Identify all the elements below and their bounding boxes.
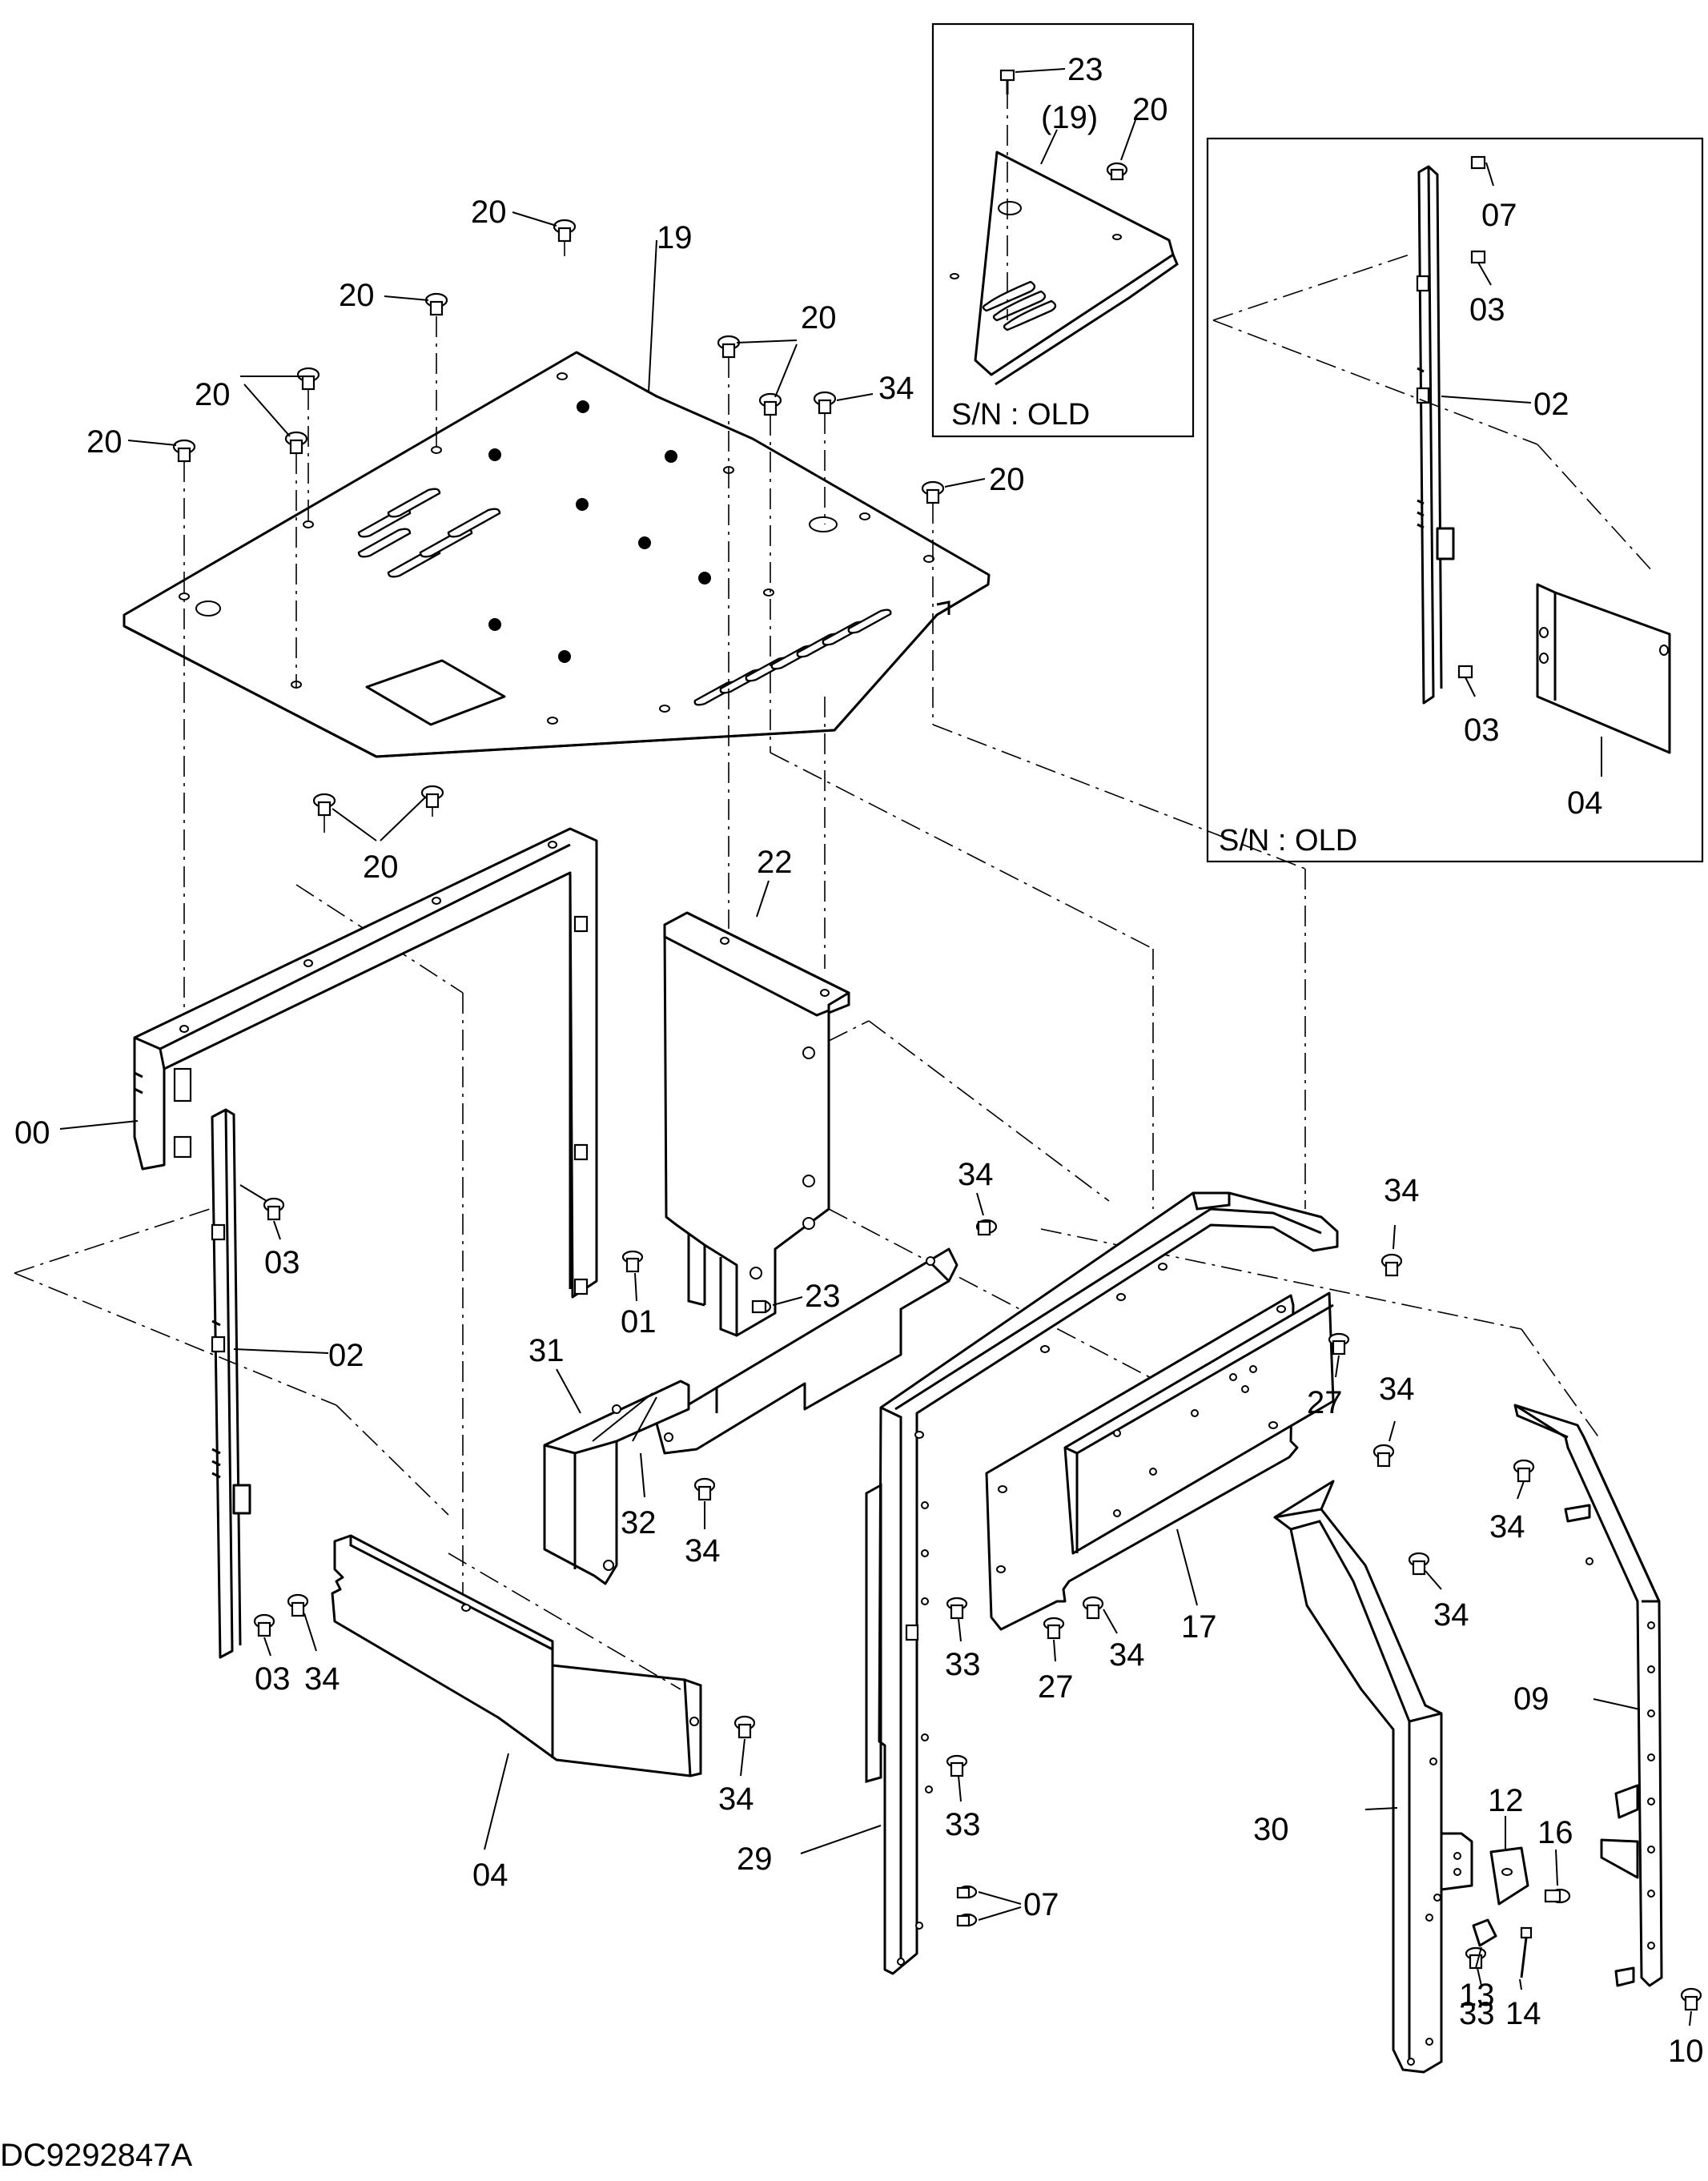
cover-grommets bbox=[488, 400, 711, 663]
part-04-bracket bbox=[331, 1534, 702, 1777]
part-17-plate bbox=[985, 1291, 1335, 1631]
inset-bolts bbox=[1457, 155, 1486, 679]
inset-frame-right bbox=[1206, 137, 1704, 863]
bolt-34-bracket bbox=[287, 1593, 756, 1739]
callout-20-left-pair: 20 bbox=[195, 377, 231, 412]
callout-12: 12 bbox=[1488, 1783, 1524, 1818]
inset-label-20: 20 bbox=[1132, 92, 1168, 127]
inset-label-02: 02 bbox=[1533, 387, 1569, 422]
callout-30: 30 bbox=[1253, 1812, 1289, 1847]
inset-bolt-23 bbox=[999, 69, 1015, 94]
callout-19: 19 bbox=[657, 220, 693, 255]
bolt-01 bbox=[621, 1250, 644, 1273]
callout-34-pillar09: 34 bbox=[1489, 1509, 1525, 1544]
callout-32: 32 bbox=[621, 1505, 657, 1540]
callout-00: 00 bbox=[14, 1115, 50, 1151]
inset-label-23: 23 bbox=[1067, 52, 1103, 87]
callout-03-left-lower: 03 bbox=[255, 1661, 291, 1697]
bolt-23 bbox=[751, 1299, 772, 1314]
inset-label-07: 07 bbox=[1481, 198, 1517, 233]
callout-34-center: 34 bbox=[685, 1533, 721, 1568]
bolts-03-left bbox=[253, 1197, 285, 1637]
part-22-controller-box bbox=[663, 911, 850, 1337]
callout-23: 23 bbox=[805, 1279, 841, 1314]
inset-old-cover bbox=[950, 88, 1179, 386]
cover-slots-right bbox=[693, 609, 892, 706]
callout-34-plate-bottom: 34 bbox=[1109, 1637, 1145, 1673]
part-19-top-cover bbox=[123, 351, 991, 758]
callout-34-cover: 34 bbox=[878, 371, 914, 406]
callout-01: 01 bbox=[621, 1304, 657, 1340]
part-29-pillar bbox=[865, 1191, 1339, 1975]
callout-20-center-pair: 20 bbox=[801, 300, 837, 335]
bolt-34-cover bbox=[813, 391, 837, 415]
callout-13: 13 bbox=[1459, 1978, 1495, 2013]
inset-label-03-bottom: 03 bbox=[1464, 713, 1500, 748]
part-00-frame bbox=[133, 827, 598, 1299]
inset-caption-right: S/N : OLD bbox=[1219, 824, 1357, 858]
inset-label-19: (19) bbox=[1041, 100, 1098, 135]
callout-20-right: 20 bbox=[989, 462, 1025, 497]
callout-34-pillar-top: 34 bbox=[1384, 1173, 1420, 1208]
callout-20-left-upper: 20 bbox=[339, 278, 375, 313]
callout-09: 09 bbox=[1513, 1681, 1549, 1717]
part-32-bracket bbox=[655, 1247, 958, 1455]
callout-33-lower: 33 bbox=[1459, 1996, 1495, 2031]
callout-02: 02 bbox=[328, 1338, 364, 1373]
callout-34-pillar30: 34 bbox=[1433, 1597, 1469, 1633]
cover-slots-left bbox=[357, 488, 501, 578]
bolts-34-right-group bbox=[1082, 1253, 1535, 1620]
callout-34-bracket-left: 34 bbox=[304, 1661, 340, 1697]
bolts-20-cover bbox=[172, 219, 945, 817]
bolts-33 bbox=[946, 1597, 1487, 1970]
part-13-block bbox=[1472, 1918, 1497, 1947]
inset-label-04: 04 bbox=[1567, 785, 1603, 821]
inset-frame-upper bbox=[931, 22, 1195, 438]
callout-34-box: 34 bbox=[958, 1157, 994, 1192]
callout-04: 04 bbox=[472, 1858, 508, 1893]
callout-34-plate-right: 34 bbox=[1379, 1372, 1415, 1407]
inset-label-03-top: 03 bbox=[1469, 292, 1505, 327]
bolt-14 bbox=[1520, 1926, 1533, 1978]
callout-29: 29 bbox=[737, 1842, 773, 1877]
callout-03-left-upper: 03 bbox=[264, 1245, 300, 1280]
inset-bolt-20 bbox=[1106, 162, 1128, 181]
callout-14: 14 bbox=[1505, 1996, 1541, 2031]
part-31-bracket bbox=[543, 1380, 690, 1585]
bolt-16 bbox=[1544, 1888, 1571, 1904]
callout-33-middle: 33 bbox=[945, 1807, 981, 1842]
assembly-lines-cover bbox=[183, 240, 1306, 1597]
bolts-27 bbox=[1043, 1332, 1350, 1640]
bolt-34-center bbox=[693, 1219, 998, 1501]
callout-20-far-left: 20 bbox=[86, 424, 123, 460]
callout-33-upper: 33 bbox=[945, 1647, 981, 1682]
drawing-id: DC9292847A bbox=[0, 2138, 192, 2173]
callout-31: 31 bbox=[528, 1333, 565, 1368]
callout-07: 07 bbox=[1023, 1887, 1059, 1922]
callout-16: 16 bbox=[1537, 1815, 1573, 1850]
callout-20-bottom: 20 bbox=[363, 850, 399, 885]
inset-old-bracket-04 bbox=[1536, 583, 1671, 754]
callout-20-top: 20 bbox=[471, 195, 507, 230]
part-12-clip bbox=[1489, 1846, 1529, 1906]
inset-caption-upper: S/N : OLD bbox=[951, 398, 1090, 432]
callout-27-lower: 27 bbox=[1038, 1669, 1074, 1705]
callout-34-bracket-right: 34 bbox=[718, 1781, 754, 1817]
callout-17: 17 bbox=[1181, 1609, 1217, 1645]
callout-10: 10 bbox=[1668, 2034, 1704, 2069]
bolts-07 bbox=[956, 1885, 978, 1927]
part-09-rail bbox=[1513, 1404, 1663, 1987]
callout-22: 22 bbox=[757, 845, 793, 880]
part-02-rail-left bbox=[211, 1108, 251, 1659]
part-30-pillar bbox=[1273, 1480, 1473, 2074]
bolt-10 bbox=[1680, 1987, 1702, 2011]
inset-old-rail bbox=[1416, 165, 1455, 705]
callout-27-upper: 27 bbox=[1307, 1385, 1343, 1420]
